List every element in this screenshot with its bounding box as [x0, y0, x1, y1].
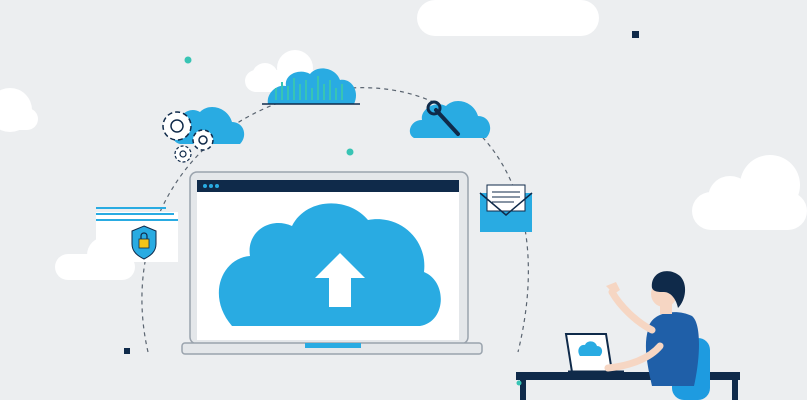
security-shield-icon — [131, 225, 157, 260]
gear-icon — [162, 111, 192, 141]
gear-icon — [192, 129, 214, 151]
teal-dot — [346, 148, 354, 156]
analytics-cloud-icon — [262, 68, 360, 105]
tools-cloud-icon — [409, 100, 491, 138]
torso — [645, 312, 699, 386]
navy-dot — [124, 348, 130, 354]
window-dot — [215, 184, 219, 188]
desk-leg — [732, 380, 738, 400]
security-window — [96, 207, 178, 262]
bg-cloud-left — [0, 88, 38, 132]
gear-icon — [174, 145, 192, 163]
wrench-icon — [426, 100, 460, 136]
teal-dot — [516, 380, 522, 386]
upload-cloud-icon — [218, 203, 441, 326]
small-laptop — [564, 333, 624, 374]
bg-cloud-top — [417, 0, 599, 36]
desk-top — [516, 372, 740, 380]
hair — [651, 271, 686, 308]
hand — [606, 282, 620, 294]
lower-arm — [604, 342, 664, 372]
email-icon — [479, 184, 533, 232]
teal-dot — [184, 56, 192, 64]
upload-arrow-icon — [315, 253, 365, 307]
navy-dot — [632, 31, 639, 38]
raised-arm — [608, 288, 656, 334]
laptop — [181, 171, 483, 355]
laptop-notch — [305, 343, 361, 348]
settings-cloud-icon — [162, 107, 245, 163]
person-at-desk — [516, 271, 740, 400]
small-cloud-icon — [578, 341, 603, 356]
lock-icon — [138, 232, 150, 249]
desk-leg — [520, 380, 526, 400]
window-titlebar — [197, 180, 459, 192]
bg-cloud-right — [692, 155, 807, 230]
window-dot — [203, 184, 207, 188]
window-dot — [209, 184, 213, 188]
